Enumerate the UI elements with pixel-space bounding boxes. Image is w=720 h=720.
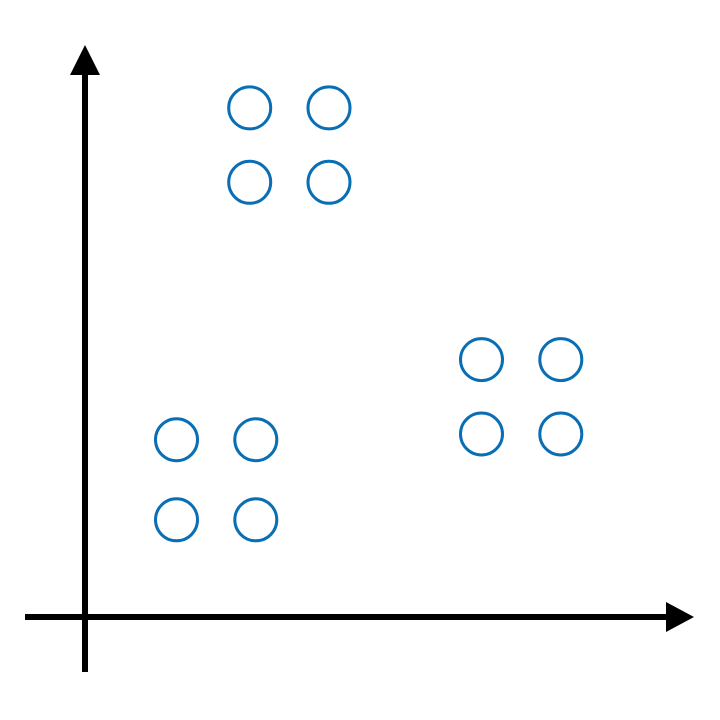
data-point-cluster-1-2 <box>306 85 352 131</box>
data-point-cluster-2-6 <box>233 417 279 463</box>
data-point-cluster-3-12 <box>538 411 584 457</box>
data-points <box>154 85 584 543</box>
axes <box>25 45 694 672</box>
data-point-cluster-3-11 <box>459 411 504 457</box>
data-point-cluster-2-5 <box>154 417 199 463</box>
data-point-cluster-2-8 <box>233 497 279 543</box>
data-point-cluster-2-7 <box>154 497 199 543</box>
y-axis-arrowhead <box>70 45 100 75</box>
data-point-cluster-1-1 <box>227 85 273 131</box>
data-point-cluster-1-3 <box>227 159 273 205</box>
data-point-cluster-3-9 <box>459 337 504 383</box>
data-point-cluster-3-10 <box>538 337 584 383</box>
data-point-cluster-1-4 <box>306 159 352 205</box>
x-axis-arrowhead <box>666 602 694 632</box>
